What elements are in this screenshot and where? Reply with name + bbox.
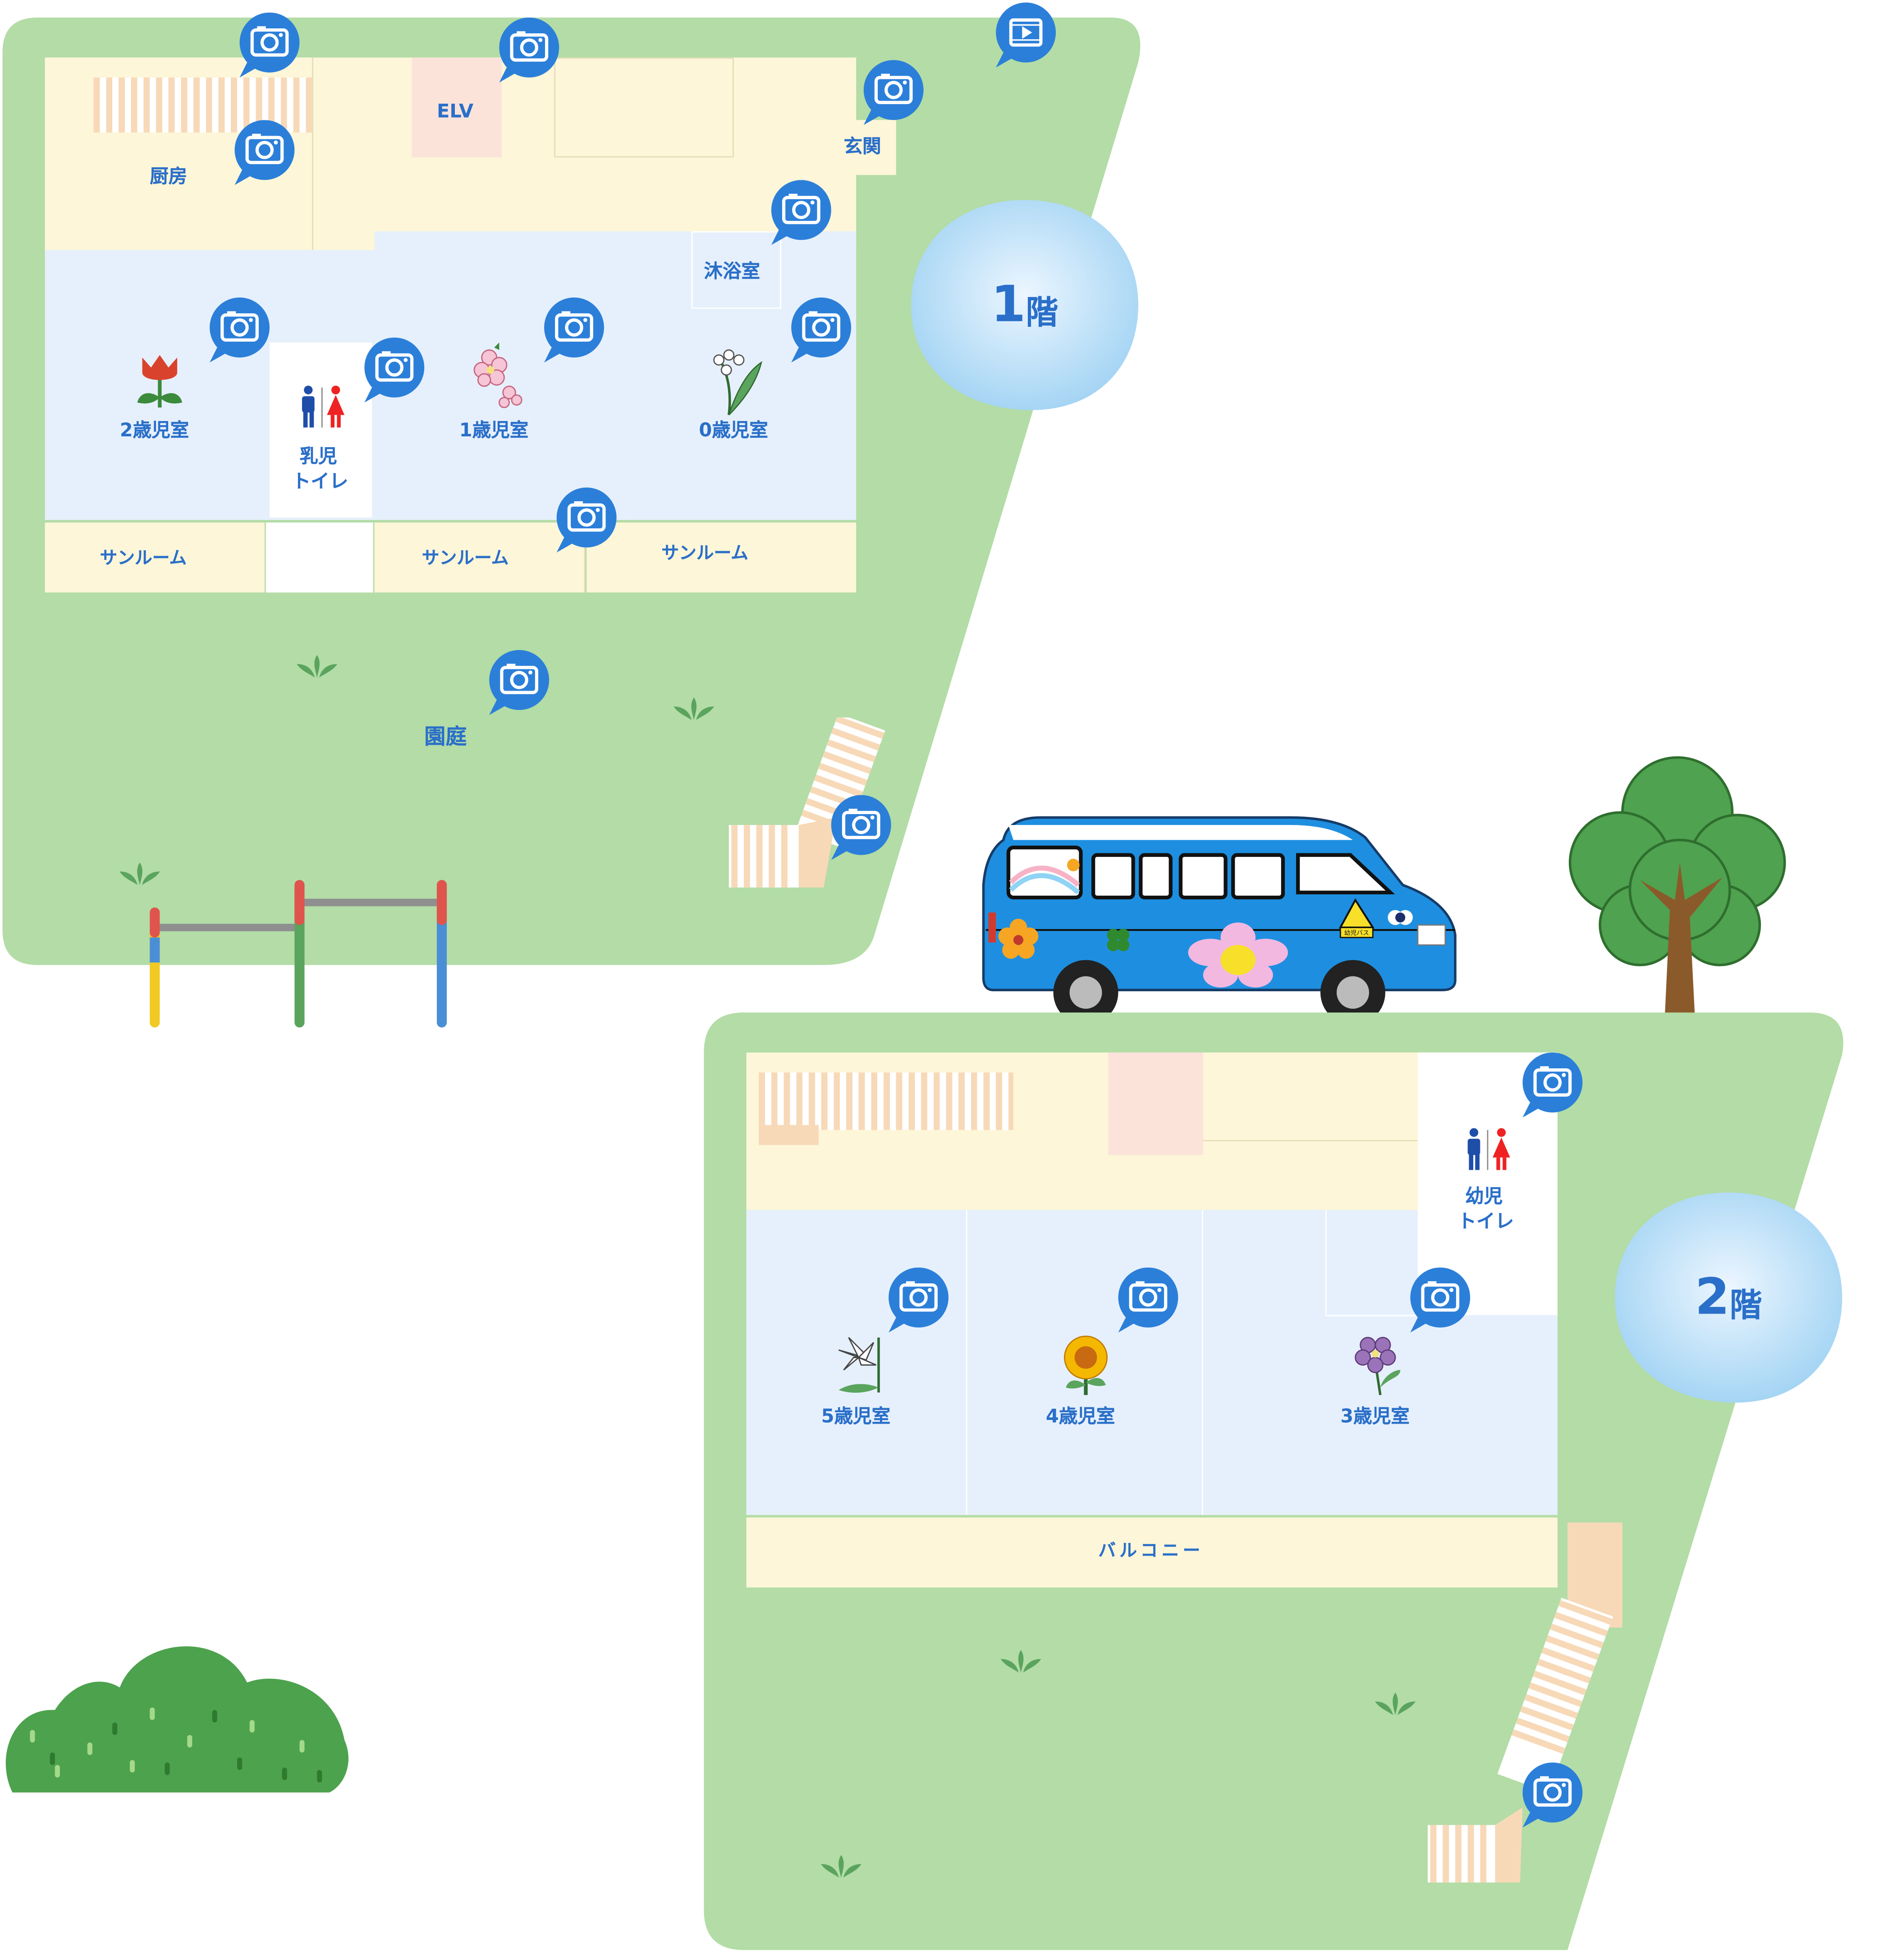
floor-2-badge[interactable]: 2 階 [1610, 1187, 1847, 1407]
sunroom-b-area [374, 522, 586, 593]
bath-label: 沐浴室 [704, 260, 761, 283]
lily-of-the-valley-icon [713, 349, 762, 415]
camera-icon[interactable] [232, 13, 307, 78]
infant-toilet-label-2: トイレ [292, 470, 348, 493]
grass-tuft-icon [671, 695, 716, 723]
toilet-icon [1463, 1127, 1513, 1172]
camera-icon[interactable] [881, 1268, 956, 1333]
camera-icon[interactable] [1515, 1763, 1590, 1827]
floor-1-badge[interactable]: 1 階 [906, 195, 1143, 415]
grass-tuft-icon [1373, 1690, 1418, 1717]
infant-toilet-label-1: 乳児 [299, 445, 337, 468]
bath-room [691, 231, 782, 309]
toilet-icon [297, 385, 347, 430]
violet-icon [1355, 1337, 1401, 1396]
camera-icon[interactable] [784, 298, 859, 362]
sunflower-icon [1064, 1335, 1108, 1395]
camera-icon[interactable] [549, 487, 624, 552]
room-0yo-label: 0歳児室 [699, 418, 768, 441]
camera-icon[interactable] [357, 338, 432, 403]
horizontal-bars-icon [150, 880, 447, 1028]
sunroom-a-area [45, 522, 265, 593]
stairs-landing [759, 1125, 819, 1145]
grass-tuft-icon [294, 652, 339, 680]
child-toilet-label-2: トイレ [1457, 1210, 1514, 1233]
lily-icon [838, 1337, 880, 1393]
tulip-icon [137, 355, 183, 408]
camera-icon[interactable] [536, 298, 611, 362]
room-5yo [746, 1210, 967, 1515]
video-icon[interactable] [989, 3, 1063, 68]
entrance-label: 玄関 [843, 135, 881, 158]
garden-label: 園庭 [424, 725, 467, 750]
bus-sign-label: 幼児バス [1344, 930, 1369, 937]
sunroom-gap [266, 522, 373, 593]
tree-icon [1568, 756, 1786, 1015]
balcony-area [746, 1517, 1558, 1588]
camera-icon[interactable] [482, 650, 557, 715]
child-toilet-label-1: 幼児 [1465, 1185, 1503, 1208]
camera-icon[interactable] [227, 120, 302, 185]
sunroom-b-label: サンルーム [422, 549, 509, 569]
camera-icon[interactable] [1111, 1268, 1186, 1333]
cloud-decoration [1542, 280, 1885, 505]
kitchen-label: 厨房 [150, 165, 188, 188]
camera-icon[interactable] [856, 60, 931, 125]
floor-2-number: 2 [1695, 1269, 1730, 1327]
floor-1-number: 1 [991, 276, 1026, 334]
camera-icon[interactable] [1403, 1268, 1478, 1333]
floor-2-badge-bg [1615, 1192, 1842, 1403]
stairs-second-indoor [759, 1072, 1013, 1130]
grass-tuft-icon [999, 1648, 1044, 1675]
second-storage-room [1203, 1052, 1418, 1141]
elevator-room [412, 57, 502, 158]
second-elevator-room [1108, 1052, 1203, 1155]
bush-icon [5, 1646, 348, 1793]
room-2yo-label: 2歳児室 [119, 418, 189, 441]
camera-icon[interactable] [492, 18, 567, 82]
cloud-decoration [323, 1395, 523, 1500]
sunroom-c-label: サンルーム [661, 544, 748, 564]
room-1yo-label: 1歳児室 [459, 418, 529, 441]
sunroom-a-label: サンルーム [100, 549, 187, 569]
floor-2-suffix: 階 [1729, 1287, 1762, 1324]
floor-1-badge-bg [911, 200, 1139, 410]
elevator-label: ELV [436, 100, 474, 123]
infant-toilet-room [269, 342, 372, 518]
camera-icon[interactable] [202, 298, 277, 362]
room-4yo-label: 4歳児室 [1045, 1405, 1115, 1428]
grass-tuft-icon [819, 1853, 864, 1880]
room-3yo-label: 3歳児室 [1340, 1405, 1410, 1428]
stairs-outdoor-second [1428, 1522, 1622, 1883]
camera-icon[interactable] [764, 180, 839, 245]
entrance-room [834, 120, 896, 175]
balcony-label: バルコニー [1098, 1541, 1204, 1562]
kindergarten-bus-icon: 幼児バス [982, 816, 1457, 1018]
sunroom-c-area [587, 522, 857, 593]
storage-room [554, 57, 734, 158]
floor-1-suffix: 階 [1026, 294, 1058, 332]
room-5yo-label: 5歳児室 [821, 1405, 891, 1428]
camera-icon[interactable] [1515, 1053, 1590, 1117]
camera-icon[interactable] [824, 795, 898, 860]
cherry-blossom-icon [473, 342, 522, 408]
